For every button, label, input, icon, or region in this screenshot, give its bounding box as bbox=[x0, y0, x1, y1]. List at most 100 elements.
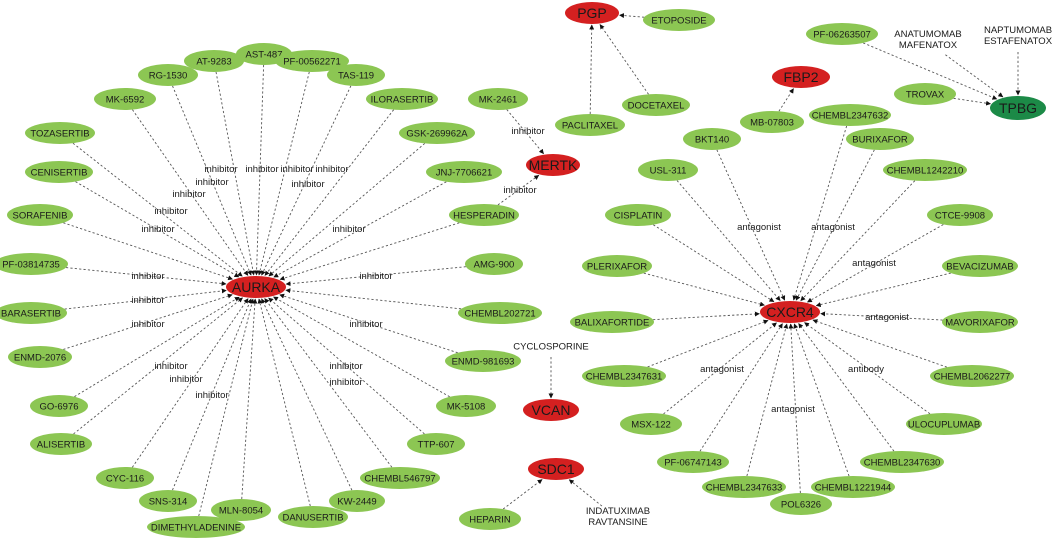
node-ellipse bbox=[806, 23, 878, 45]
drug-node-chembl2347632[interactable]: CHEMBL2347632 bbox=[809, 104, 891, 126]
drug-node-etoposide[interactable]: ETOPOSIDE bbox=[643, 9, 715, 31]
drug-node-mk2461[interactable]: MK-2461 bbox=[468, 88, 528, 110]
drug-node-sorafenib[interactable]: SORAFENIB bbox=[7, 204, 73, 226]
drug-node-amg900[interactable]: AMG-900 bbox=[465, 253, 523, 275]
node-label: JNJ-7706621 bbox=[436, 168, 493, 179]
node-ellipse bbox=[329, 490, 385, 512]
node-ellipse bbox=[809, 104, 891, 126]
drug-node-pf06263507[interactable]: PF-06263507 bbox=[806, 23, 878, 45]
drug-node-msx122[interactable]: MSX-122 bbox=[620, 413, 682, 435]
target-node-tpbg[interactable]: TPBG bbox=[990, 96, 1046, 120]
drug-node-sns314[interactable]: SNS-314 bbox=[139, 490, 197, 512]
drug-node-mk6592[interactable]: MK-6592 bbox=[94, 88, 156, 110]
drug-node-cyc116[interactable]: CYC-116 bbox=[96, 467, 154, 489]
node-label: AURKA bbox=[232, 279, 281, 295]
drug-node-at9283[interactable]: AT-9283 bbox=[184, 50, 244, 72]
drug-node-alisertib[interactable]: ALISERTIB bbox=[30, 433, 92, 455]
node-ellipse bbox=[7, 204, 73, 226]
drug-node-enmd2076[interactable]: ENMD-2076 bbox=[8, 346, 72, 368]
drug-node-pf03814735[interactable]: PF-03814735 bbox=[0, 253, 68, 275]
drug-node-chembl546797[interactable]: CHEMBL546797 bbox=[360, 467, 440, 489]
edge-chembl2347631-to-cxcr4 bbox=[647, 319, 769, 368]
drug-node-danusertib[interactable]: DANUSERTIB bbox=[278, 506, 348, 528]
drug-node-cenisertib[interactable]: CENISERTIB bbox=[25, 161, 93, 183]
drug-node-barasertib[interactable]: BARASERTIB bbox=[0, 302, 67, 324]
target-node-sdc1[interactable]: SDC1 bbox=[528, 458, 584, 480]
drug-node-chembl1221944[interactable]: CHEMBL1221944 bbox=[811, 476, 895, 498]
drug-node-cyclosporine[interactable]: CYCLOSPORINE bbox=[513, 342, 589, 353]
node-label: HESPERADIN bbox=[453, 211, 515, 222]
drug-node-enmd981693[interactable]: ENMD-981693 bbox=[445, 350, 521, 372]
edge-cenisertib-to-aurka bbox=[75, 181, 240, 278]
drug-node-pf00562271[interactable]: PF-00562271 bbox=[275, 50, 349, 72]
drug-node-mln8054[interactable]: MLN-8054 bbox=[211, 499, 271, 521]
drug-node-plerixafor[interactable]: PLERIXAFOR bbox=[582, 255, 652, 277]
drug-node-pf06747143[interactable]: PF-06747143 bbox=[657, 451, 729, 473]
node-label: SORAFENIB bbox=[13, 211, 68, 222]
target-node-fbp2[interactable]: FBP2 bbox=[772, 66, 830, 88]
target-node-vcan[interactable]: VCAN bbox=[523, 399, 579, 421]
drug-node-bkt140[interactable]: BKT140 bbox=[683, 128, 741, 150]
drug-node-trovax[interactable]: TROVAX bbox=[894, 83, 956, 105]
drug-node-ilorasertib[interactable]: ILORASERTIB bbox=[366, 88, 438, 110]
drug-node-chembl2347631[interactable]: CHEMBL2347631 bbox=[582, 365, 666, 387]
edge-cyc116-to-aurka bbox=[131, 298, 249, 468]
drug-node-chembl2347630[interactable]: CHEMBL2347630 bbox=[860, 451, 944, 473]
drug-node-ctce9908[interactable]: CTCE-9908 bbox=[927, 204, 993, 226]
drug-node-mk5108[interactable]: MK-5108 bbox=[436, 395, 496, 417]
edge-pf03814735-to-aurka bbox=[65, 267, 227, 286]
node-ellipse bbox=[605, 204, 671, 226]
drug-node-hesperadin[interactable]: HESPERADIN bbox=[449, 204, 519, 226]
drug-node-rg1530[interactable]: RG-1530 bbox=[138, 64, 198, 86]
node-ellipse bbox=[147, 516, 245, 538]
drug-node-heparin[interactable]: HEPARIN bbox=[459, 508, 521, 530]
drug-node-tozasertib[interactable]: TOZASERTIB bbox=[25, 122, 95, 144]
node-label: PACLITAXEL bbox=[562, 121, 618, 132]
edge-label-mk2461-mertk: inhibitor bbox=[511, 126, 544, 137]
drug-node-bevacizumab[interactable]: BEVACIZUMAB bbox=[942, 255, 1018, 277]
drug-node-usl311[interactable]: USL-311 bbox=[638, 159, 698, 181]
drug-node-pol6326[interactable]: POL6326 bbox=[770, 493, 832, 515]
drug-node-tas119[interactable]: TAS-119 bbox=[327, 64, 385, 86]
edge-label-ulocuplumab-cxcr4: antibody bbox=[848, 364, 884, 375]
drug-node-mb07803[interactable]: MB-07803 bbox=[740, 111, 804, 133]
edge-hesperadin-to-aurka bbox=[279, 222, 460, 281]
drug-node-paclitaxel[interactable]: PACLITAXEL bbox=[555, 114, 625, 136]
drug-node-ulocuplumab[interactable]: ULOCUPLUMAB bbox=[906, 413, 982, 435]
drug-node-mavorixafor[interactable]: MAVORIXAFOR bbox=[942, 311, 1018, 333]
drug-node-chembl2062277[interactable]: CHEMBL2062277 bbox=[930, 365, 1014, 387]
drug-node-cisplatin[interactable]: CISPLATIN bbox=[605, 204, 671, 226]
drug-node-kw2449[interactable]: KW-2449 bbox=[329, 490, 385, 512]
node-ellipse bbox=[811, 476, 895, 498]
drug-node-docetaxel[interactable]: DOCETAXEL bbox=[622, 94, 690, 116]
edge-at9283-to-aurka bbox=[215, 71, 256, 276]
drug-node-burixafor[interactable]: BURIXAFOR bbox=[846, 128, 914, 150]
drug-node-chembl1242210[interactable]: CHEMBL1242210 bbox=[883, 159, 967, 181]
target-node-cxcr4[interactable]: CXCR4 bbox=[760, 301, 820, 323]
drug-node-dimethyladenine[interactable]: DIMETHYLADENINE bbox=[147, 516, 245, 538]
node-ellipse bbox=[449, 204, 519, 226]
drug-node-jnj7706621[interactable]: JNJ-7706621 bbox=[426, 161, 502, 183]
drug-node-gsk269962a[interactable]: GSK-269962A bbox=[399, 122, 475, 144]
edge-label-msx122-cxcr4: antagonist bbox=[700, 364, 744, 375]
drug-node-go6976[interactable]: GO-6976 bbox=[30, 395, 88, 417]
node-label: DIMETHYLADENINE bbox=[151, 523, 241, 534]
drug-node-chembl202721[interactable]: CHEMBL202721 bbox=[458, 302, 542, 324]
node-ellipse bbox=[25, 161, 93, 183]
target-node-aurka[interactable]: AURKA bbox=[226, 276, 286, 298]
edge-mk2461-to-mertk bbox=[506, 109, 544, 155]
node-label: MAVORIXAFOR bbox=[945, 318, 1015, 329]
edge-label-tozasertib-aurka: inhibitor bbox=[195, 177, 228, 188]
drug-node-chembl2347633[interactable]: CHEMBL2347633 bbox=[702, 476, 786, 498]
target-node-mertk[interactable]: MERTK bbox=[526, 154, 580, 176]
target-node-pgp[interactable]: PGP bbox=[565, 2, 619, 24]
drug-node-balixafortide[interactable]: BALIXAFORTIDE bbox=[570, 311, 654, 333]
drug-node-ttp607[interactable]: TTP-607 bbox=[407, 433, 465, 455]
node-label: CHEMBL202721 bbox=[464, 309, 535, 320]
node-ellipse bbox=[327, 64, 385, 86]
